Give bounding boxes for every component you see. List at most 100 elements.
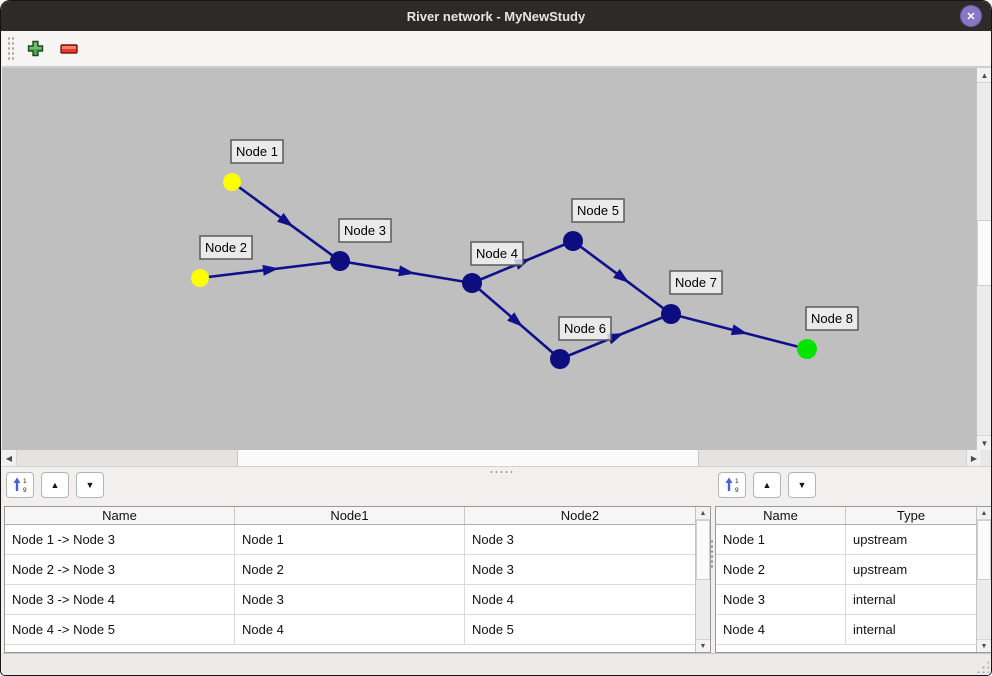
plus-icon bbox=[27, 40, 43, 57]
node-label: Node 3 bbox=[344, 223, 386, 238]
table-cell[interactable]: upstream bbox=[853, 561, 908, 577]
table-cell[interactable]: upstream bbox=[853, 531, 908, 547]
table-cell[interactable]: Node 3 bbox=[471, 561, 514, 577]
edge-arrow-icon[interactable] bbox=[507, 312, 523, 327]
table-cell[interactable]: Node 4 bbox=[716, 614, 846, 644]
table-cell[interactable]: Node 1 -> Node 3 bbox=[5, 524, 235, 554]
branches-table-scrollbar[interactable]: ▲ ▼ bbox=[695, 507, 710, 652]
scroll-down-arrow-icon[interactable]: ▼ bbox=[696, 639, 710, 652]
resize-grip[interactable] bbox=[976, 660, 989, 673]
branches-toolbar: 1 9 ▲ ▼ bbox=[6, 472, 104, 498]
titlebar[interactable]: River network - MyNewStudy ✕ bbox=[1, 1, 991, 31]
move-down-button[interactable]: ▼ bbox=[76, 472, 104, 498]
scroll-up-arrow-icon[interactable]: ▲ bbox=[977, 507, 991, 520]
canvas-vertical-scrollbar[interactable]: ▲ ▼ bbox=[976, 68, 991, 450]
sort-button[interactable]: 1 9 bbox=[6, 472, 34, 498]
table-cell[interactable]: Node 4 -> Node 5 bbox=[5, 614, 235, 644]
node-label: Node 5 bbox=[577, 203, 619, 218]
table-cell[interactable]: Node 4 bbox=[471, 591, 514, 607]
table-cell[interactable]: internal bbox=[853, 591, 896, 607]
node-label: Node 7 bbox=[675, 275, 717, 290]
table-row[interactable]: Node 2 upstream bbox=[716, 554, 976, 585]
network-node-2[interactable] bbox=[191, 269, 209, 287]
table-cell[interactable]: Node 1 bbox=[716, 524, 846, 554]
canvas-hscroll-thumb[interactable] bbox=[237, 450, 699, 466]
table-splitter-handle[interactable] bbox=[710, 539, 714, 569]
table-cell[interactable]: Node 2 -> Node 3 bbox=[5, 554, 235, 584]
remove-node-button[interactable] bbox=[56, 36, 82, 62]
network-node-3[interactable] bbox=[330, 251, 350, 271]
canvas-vscroll-thumb[interactable] bbox=[977, 220, 991, 286]
table-row[interactable]: Node 1 upstream bbox=[716, 524, 976, 555]
toolbar bbox=[2, 31, 991, 68]
toolbar-drag-handle[interactable] bbox=[7, 35, 14, 62]
network-node-1[interactable] bbox=[223, 173, 241, 191]
network-node-6[interactable] bbox=[550, 349, 570, 369]
table-cell[interactable]: Node 3 bbox=[471, 531, 514, 547]
scroll-up-arrow-icon[interactable]: ▲ bbox=[977, 68, 991, 83]
down-arrow-icon: ▼ bbox=[85, 480, 95, 490]
network-node-5[interactable] bbox=[563, 231, 583, 251]
edge-arrow-icon[interactable] bbox=[613, 268, 630, 283]
nodes-toolbar: 1 9 ▲ ▼ bbox=[718, 472, 816, 498]
table-cell[interactable]: Node 2 bbox=[235, 554, 465, 584]
down-arrow-icon: ▼ bbox=[797, 480, 807, 490]
network-node-8[interactable] bbox=[797, 339, 817, 359]
table-cell[interactable]: Node 3 bbox=[235, 584, 465, 614]
node-label-box bbox=[571, 198, 625, 223]
table-cell[interactable]: Node 3 bbox=[716, 584, 846, 614]
table-cell[interactable]: Node 4 bbox=[235, 614, 465, 644]
branches-table-header: Name Node1 Node2 bbox=[5, 507, 695, 525]
scroll-down-arrow-icon[interactable]: ▼ bbox=[977, 639, 991, 652]
scroll-left-arrow-icon[interactable]: ◀ bbox=[2, 450, 17, 466]
scroll-down-arrow-icon[interactable]: ▼ bbox=[977, 435, 991, 450]
table-cell[interactable]: Node 1 bbox=[235, 524, 465, 554]
move-up-button[interactable]: ▲ bbox=[41, 472, 69, 498]
move-up-button[interactable]: ▲ bbox=[753, 472, 781, 498]
node-label-box bbox=[199, 235, 253, 260]
table-row-partial[interactable] bbox=[716, 644, 976, 652]
canvas-horizontal-scrollbar[interactable]: ◀ ▶ bbox=[2, 450, 991, 467]
node-label-box bbox=[230, 139, 284, 164]
table-cell[interactable]: Node 3 -> Node 4 bbox=[5, 584, 235, 614]
network-node-4[interactable] bbox=[462, 273, 482, 293]
table-row[interactable]: Node 3 internal bbox=[716, 584, 976, 615]
scroll-thumb[interactable] bbox=[977, 520, 991, 580]
table-row-partial[interactable] bbox=[5, 644, 695, 652]
node-label: Node 6 bbox=[564, 321, 606, 336]
sort-button[interactable]: 1 9 bbox=[718, 472, 746, 498]
up-arrow-icon: ▲ bbox=[762, 480, 772, 490]
close-button[interactable]: ✕ bbox=[960, 5, 982, 27]
nodes-table-scrollbar[interactable]: ▲ ▼ bbox=[976, 507, 991, 652]
table-cell[interactable]: Node 5 bbox=[471, 621, 514, 637]
close-icon: ✕ bbox=[966, 10, 976, 23]
scroll-up-arrow-icon[interactable]: ▲ bbox=[696, 507, 710, 520]
status-bar bbox=[2, 653, 991, 675]
scroll-thumb[interactable] bbox=[696, 520, 710, 580]
table-cell[interactable]: internal bbox=[853, 621, 896, 637]
node-label: Node 1 bbox=[236, 144, 278, 159]
move-down-button[interactable]: ▼ bbox=[788, 472, 816, 498]
column-header-node2: Node2 bbox=[560, 507, 600, 523]
table-cell[interactable]: Node 2 bbox=[716, 554, 846, 584]
add-node-button[interactable] bbox=[22, 36, 48, 62]
network-node-7[interactable] bbox=[661, 304, 681, 324]
bottom-pane: 1 9 ▲ ▼ 1 9 ▲ bbox=[2, 467, 991, 653]
edge-arrow-icon[interactable] bbox=[277, 212, 294, 227]
edge-arrow-icon[interactable] bbox=[730, 324, 748, 336]
scroll-right-arrow-icon[interactable]: ▶ bbox=[966, 450, 981, 466]
edge-arrow-icon[interactable] bbox=[262, 264, 279, 276]
table-row[interactable]: Node 4 internal bbox=[716, 614, 976, 645]
window-title: River network - MyNewStudy bbox=[406, 8, 586, 24]
edge-arrow-icon[interactable] bbox=[398, 265, 415, 277]
pane-splitter-handle[interactable] bbox=[489, 470, 515, 474]
